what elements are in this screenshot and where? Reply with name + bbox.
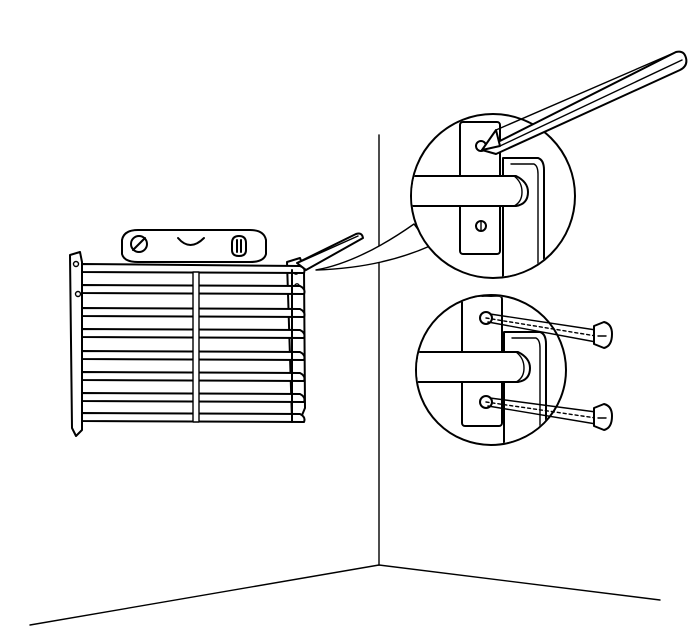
wall-bracket-icon: [121, 229, 267, 263]
screw-icon: [485, 397, 613, 431]
wall-corner: [29, 134, 661, 626]
pencil-icon: [296, 232, 364, 271]
pencil-icon: [481, 50, 688, 155]
callout-bottom-magnifier: [415, 294, 567, 446]
callout-top-magnifier: [410, 113, 576, 279]
screw-icon: [485, 313, 613, 349]
wire-rack-icon: [69, 251, 306, 437]
